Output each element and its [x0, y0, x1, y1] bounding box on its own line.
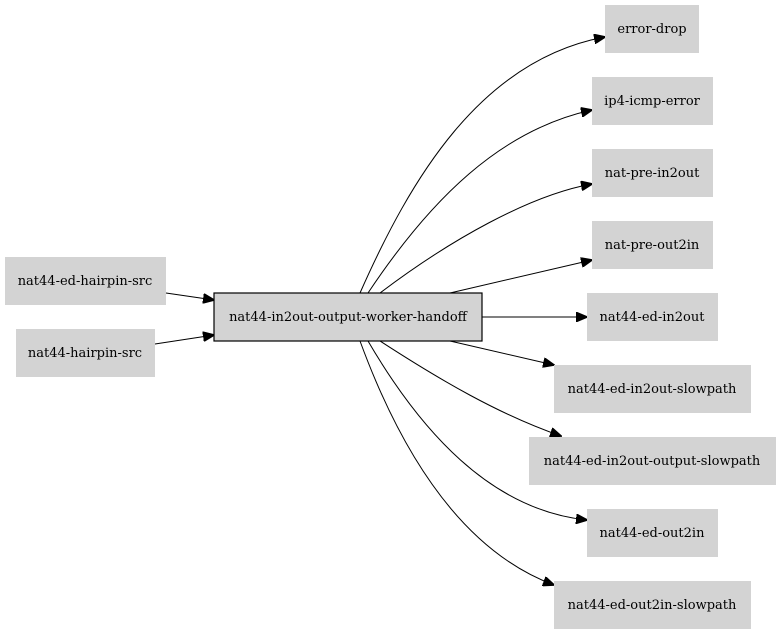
node-box	[605, 5, 699, 53]
node-label: error-drop	[617, 22, 686, 37]
node-box	[554, 365, 751, 413]
node-box	[5, 257, 166, 305]
edge-central-to-ed-out2in-slowpath	[359, 340, 554, 585]
node-nat-pre-out2in[interactable]: nat-pre-out2in	[592, 221, 713, 269]
node-label: nat44-ed-in2out	[600, 310, 706, 325]
node-label: nat-pre-out2in	[605, 238, 700, 253]
node-nat44-ed-in2out-slowpath[interactable]: nat44-ed-in2out-slowpath	[554, 365, 751, 413]
node-label: ip4-icmp-error	[604, 94, 701, 109]
edge-central-to-nat-pre-out2in	[449, 260, 592, 294]
edge-central-to-error-drop	[359, 37, 605, 294]
node-nat44-in2out-output-worker-handoff[interactable]: nat44-in2out-output-worker-handoff	[213, 292, 483, 342]
node-box	[587, 293, 718, 341]
node-label: nat44-ed-in2out-slowpath	[568, 382, 737, 397]
edge-central-to-nat-pre-in2out	[379, 184, 592, 294]
node-error-drop[interactable]: error-drop	[605, 5, 699, 53]
node-nat44-ed-out2in-slowpath[interactable]: nat44-ed-out2in-slowpath	[554, 581, 751, 629]
node-nat44-ed-out2in[interactable]: nat44-ed-out2in	[587, 509, 718, 557]
node-box	[529, 437, 776, 485]
node-box	[592, 221, 713, 269]
node-box	[554, 581, 751, 629]
node-label: nat-pre-in2out	[605, 166, 700, 181]
node-label: nat44-ed-hairpin-src	[18, 274, 153, 289]
edge-central-to-ed-in2out-slowpath	[449, 340, 554, 365]
node-label: nat44-hairpin-src	[28, 346, 142, 361]
node-box	[16, 329, 155, 377]
node-ip4-icmp-error[interactable]: ip4-icmp-error	[592, 77, 713, 125]
node-nat44-ed-hairpin-src[interactable]: nat44-ed-hairpin-src	[5, 257, 166, 305]
node-box	[213, 292, 483, 342]
node-label: nat44-ed-out2in	[600, 526, 706, 541]
node-label: nat44-in2out-output-worker-handoff	[229, 310, 469, 325]
node-label: nat44-ed-out2in-slowpath	[568, 598, 737, 613]
edge-central-to-ed-out2in	[367, 340, 587, 520]
node-nat-pre-in2out[interactable]: nat-pre-in2out	[592, 149, 713, 197]
node-box	[592, 77, 713, 125]
edge-central-to-ed-in2out-output-slowpath	[379, 340, 561, 436]
node-box	[587, 509, 718, 557]
node-label: nat44-ed-in2out-output-slowpath	[544, 454, 761, 469]
edges	[154, 37, 605, 585]
edge-central-to-ip4-icmp-error	[367, 110, 592, 294]
node-box	[592, 149, 713, 197]
node-nat44-ed-in2out[interactable]: nat44-ed-in2out	[587, 293, 718, 341]
node-nat44-hairpin-src[interactable]: nat44-hairpin-src	[16, 329, 155, 377]
nodes: nat44-ed-hairpin-src nat44-hairpin-src n…	[5, 5, 776, 629]
node-nat44-ed-in2out-output-slowpath[interactable]: nat44-ed-in2out-output-slowpath	[529, 437, 776, 485]
edge-ed-hairpin-src-to-central	[165, 292, 214, 300]
edge-hairpin-src-to-central	[154, 335, 214, 345]
